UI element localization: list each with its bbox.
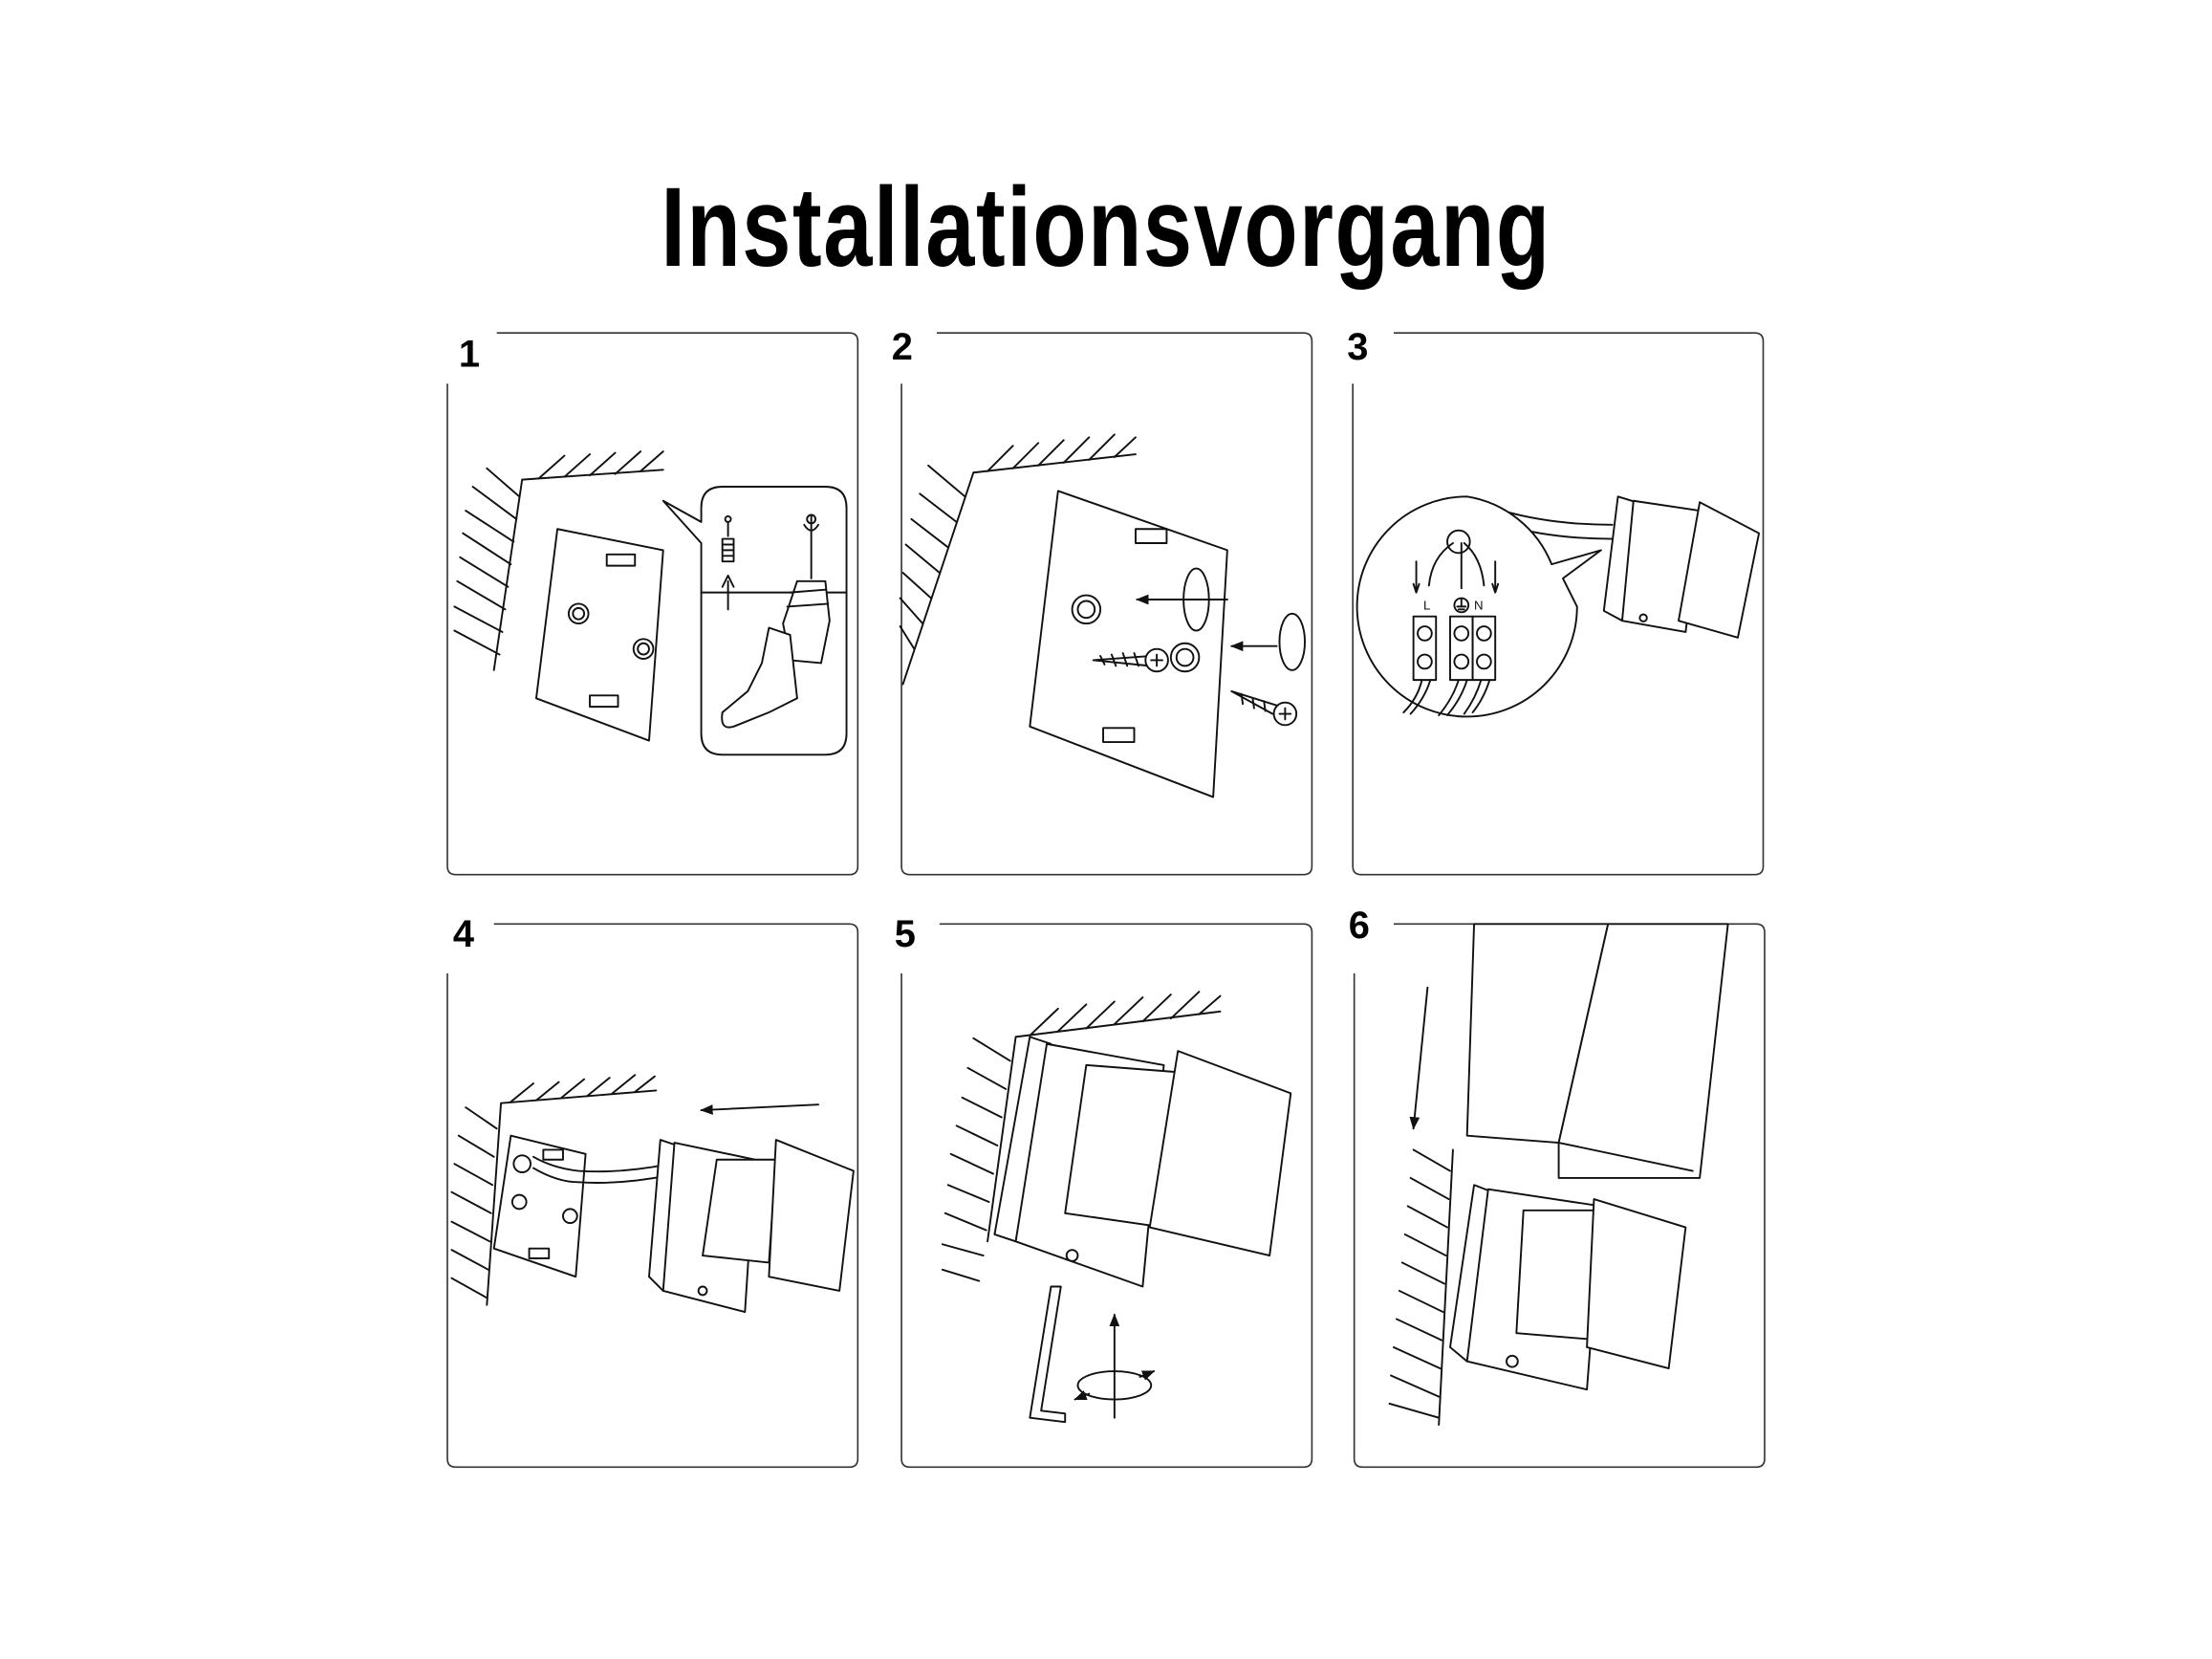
lamp-cover-tube <box>1465 923 1729 1179</box>
drill-callout <box>661 486 848 756</box>
wall-hatch <box>453 450 664 671</box>
step-3-panel: 3 <box>1347 326 1765 876</box>
step-3-drawing: L N <box>1355 495 1761 718</box>
terminal-block <box>1412 615 1497 682</box>
step-2-panel: 2 <box>892 326 1313 876</box>
screw-icon <box>1092 647 1169 673</box>
lamp-housing <box>1602 495 1761 639</box>
cable <box>532 1155 672 1184</box>
step-number: 1 <box>459 334 480 376</box>
step-5-drawing <box>941 991 1292 1424</box>
step-number: 5 <box>895 913 916 955</box>
wall-hatch <box>450 1074 658 1306</box>
hex-key-icon <box>1029 1285 1067 1424</box>
wall-anchor-icon <box>721 515 735 611</box>
insert-arrow-icon <box>1136 567 1306 671</box>
mounting-plate <box>535 528 664 742</box>
step-2-drawing <box>899 433 1306 798</box>
lamp-housing <box>1449 1184 1687 1391</box>
neutral-label: N <box>1474 598 1484 612</box>
arrow-icon <box>700 1103 819 1115</box>
step-number: 2 <box>892 326 913 368</box>
step-number: 6 <box>1349 905 1370 947</box>
step-5-panel: 5 <box>895 913 1313 1469</box>
lamp-housing <box>993 1036 1292 1288</box>
wall-hatch <box>899 433 1137 686</box>
step-1-drawing <box>453 450 848 756</box>
page-title: Installationsvorgang <box>661 164 1551 291</box>
drill-icon <box>721 513 831 729</box>
mounting-plate <box>492 1134 587 1278</box>
mounting-plate <box>1029 490 1228 798</box>
step-number: 3 <box>1347 326 1368 368</box>
wall-hatch <box>941 991 1222 1282</box>
arrow-icon <box>1409 986 1429 1130</box>
wiring-magnifier: L N <box>1355 495 1602 718</box>
step-1-panel: 1 <box>446 332 859 876</box>
live-label: L <box>1423 598 1430 612</box>
step-number: 4 <box>453 913 474 955</box>
lamp-housing <box>648 1139 855 1314</box>
screw-icon <box>1230 689 1298 727</box>
step-4-panel: 4 <box>446 913 859 1469</box>
step-6-drawing <box>1388 923 1729 1427</box>
step-6-panel: 6 <box>1349 905 1766 1469</box>
step-4-drawing <box>450 1074 855 1314</box>
wall-hatch <box>1388 1148 1454 1427</box>
rotate-arrow-icon <box>1073 1313 1156 1419</box>
